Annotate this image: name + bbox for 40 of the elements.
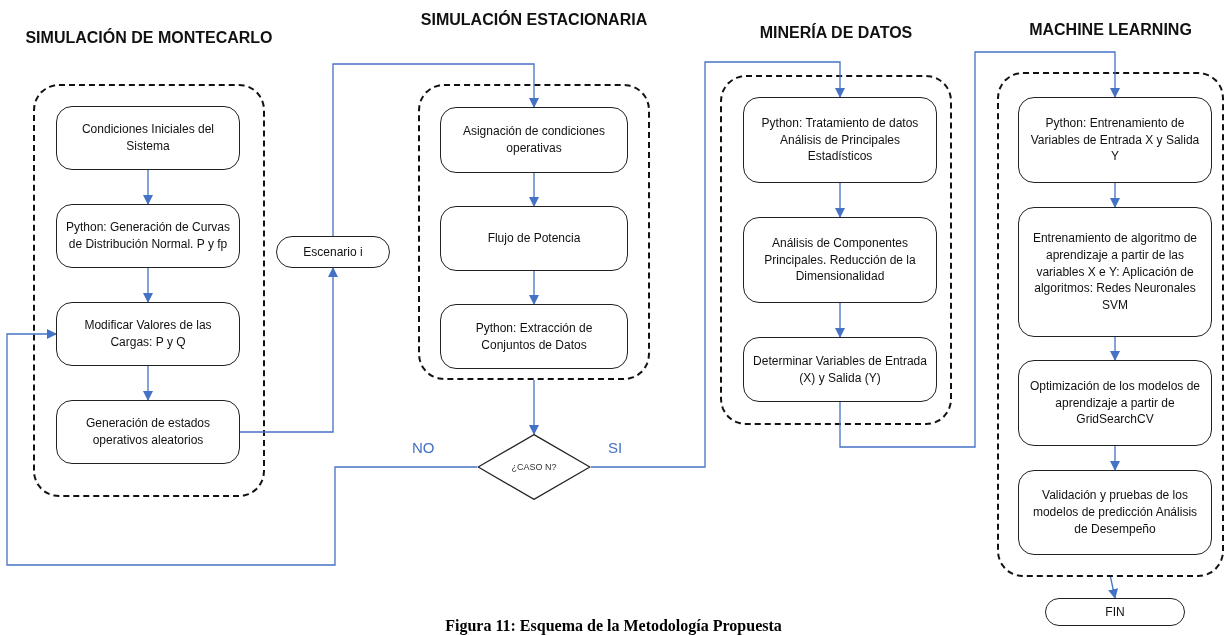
arrow <box>143 169 153 205</box>
process-box: Análisis de Componentes Principales. Reducción de la Dimensionalidad <box>743 217 937 303</box>
decision-diamond <box>477 434 591 500</box>
group-heading: SIMULACIÓN ESTACIONARIA <box>420 11 648 28</box>
process-box: Flujo de Potencia <box>440 206 628 271</box>
process-box: Python: Tratamiento de datos Análisis de Principales Estadísticos <box>743 97 937 183</box>
process-box: Determinar Variables de Entrada (X) y Salida (Y) <box>743 337 937 402</box>
arrow <box>332 63 539 237</box>
process-box: Python: Generación de Curvas de Distribución Normal. P y fp <box>56 204 240 268</box>
process-box: Python: Extracción de Conjuntos de Datos <box>440 304 628 369</box>
arrow <box>1110 336 1120 361</box>
process-box: Asignación de condiciones operativas <box>440 107 628 173</box>
arrow <box>143 365 153 401</box>
terminal-box: FIN <box>1045 598 1185 626</box>
arrow <box>835 182 845 218</box>
arrow <box>590 61 845 468</box>
process-box: Generación de estados operativos aleatorios <box>56 400 240 464</box>
figure-caption: Figura 11: Esquema de la Metodología Propuesta <box>445 617 782 634</box>
process-box: Condiciones Iniciales del Sistema <box>56 106 240 170</box>
decision-text: ¿CASO N? <box>511 462 557 472</box>
process-box: Escenario i <box>276 236 390 268</box>
process-box: Modificar Valores de las Cargas: P y Q <box>56 302 240 366</box>
process-box: Python: Entrenamiento de Variables de Entrada X y Salida Y <box>1018 97 1212 183</box>
arrow <box>1110 445 1120 471</box>
process-box: Validación y pruebas de los modelos de predicción Análisis de Desempeño <box>1018 470 1212 555</box>
arrow <box>1110 182 1120 208</box>
arrow <box>529 270 539 305</box>
process-box: Optimización de los modelos de aprendizaje a partir de GridSearchCV <box>1018 360 1212 446</box>
arrow <box>835 302 845 338</box>
arrow <box>1108 576 1118 599</box>
group-heading: MINERÍA DE DATOS <box>759 24 913 41</box>
group-heading: MACHINE LEARNING <box>1029 21 1192 38</box>
arrow <box>6 329 478 566</box>
arrow <box>839 51 1120 448</box>
arrow <box>143 267 153 303</box>
group-heading: SIMULACIÓN DE MONTECARLO <box>25 29 273 46</box>
arrow <box>529 172 539 207</box>
arrow <box>529 379 539 435</box>
process-box: Entrenamiento de algoritmo de aprendizaje a partir de las variables X e Y: Aplicación de algoritmos: Redes Neuronales SVM <box>1018 207 1212 337</box>
arrow <box>239 267 338 433</box>
